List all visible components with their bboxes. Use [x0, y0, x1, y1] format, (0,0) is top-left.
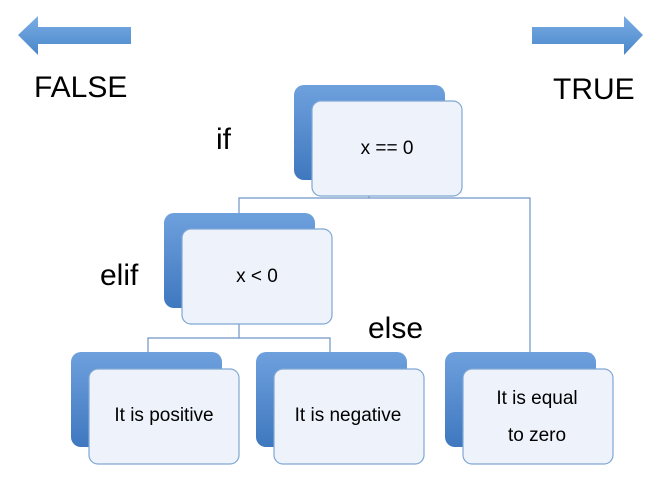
connector-elif-to-negative — [239, 337, 331, 352]
zero-result-text-line1: It is equal — [496, 388, 577, 409]
if-node-card — [311, 100, 463, 197]
zero-node-card — [462, 368, 614, 465]
if-label: if — [216, 123, 232, 156]
arrow-right-icon — [532, 16, 643, 55]
arrow-left-icon — [18, 16, 131, 55]
zero-result-node: It is equal to zero — [445, 352, 614, 465]
elif-condition-node: x < 0 — [164, 213, 333, 325]
if-condition-node: x == 0 — [294, 85, 463, 197]
negative-node-card — [273, 368, 425, 465]
true-label: TRUE — [553, 73, 635, 106]
zero-result-text-line2: to zero — [508, 425, 566, 446]
negative-result-node: It is negative — [256, 352, 425, 465]
connector-elif-to-positive — [147, 323, 240, 352]
elif-node-card — [181, 228, 333, 325]
if-condition-text: x == 0 — [361, 138, 414, 159]
elif-condition-text: x < 0 — [236, 266, 278, 287]
false-label: FALSE — [34, 71, 127, 104]
negative-result-text: It is negative — [295, 405, 402, 426]
positive-result-text: It is positive — [114, 405, 213, 426]
connector-if-to-zero — [369, 197, 531, 352]
else-label: else — [368, 312, 423, 345]
elif-label: elif — [100, 259, 139, 292]
positive-node-card — [88, 368, 240, 465]
positive-result-node: It is positive — [71, 352, 240, 465]
